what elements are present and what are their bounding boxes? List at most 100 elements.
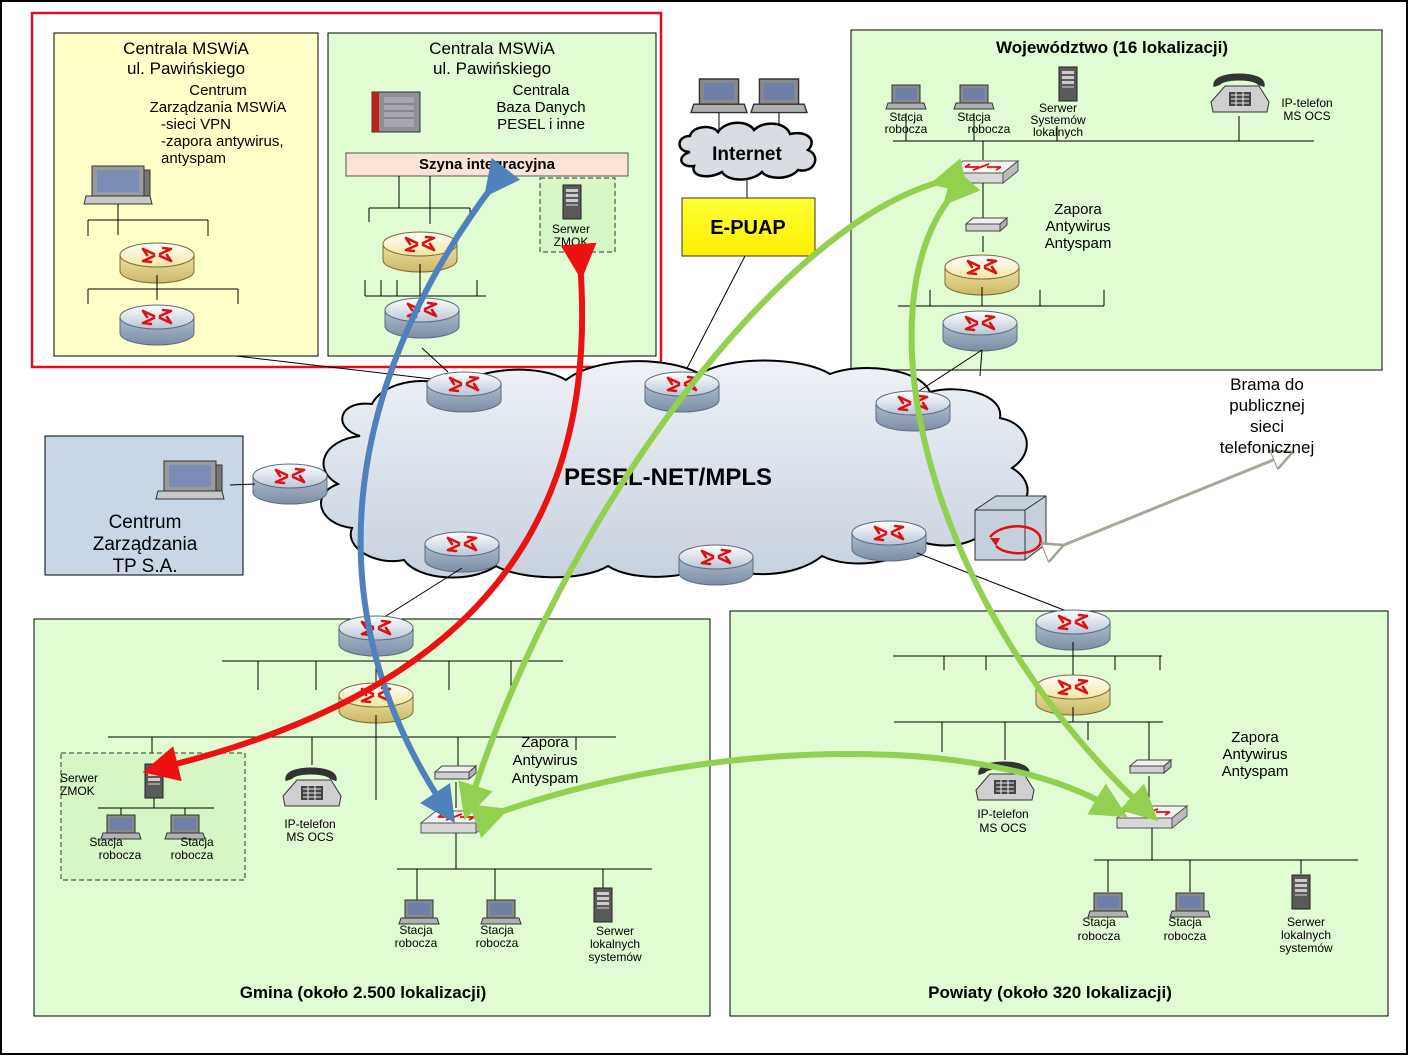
tp-workstation-icon bbox=[155, 460, 225, 500]
woj-phone-label1: IP-telefon bbox=[1281, 96, 1332, 110]
gmina-phone-label1: IP-telefon bbox=[284, 817, 335, 831]
powiaty-title: Powiaty (około 320 lokalizacji) bbox=[928, 983, 1172, 1002]
woj-srv-label1: Serwer bbox=[1039, 101, 1077, 115]
woj-fw-label3: Antyspam bbox=[1045, 235, 1112, 252]
gmina-srv-label3: systemów bbox=[588, 950, 642, 964]
woj-phone-label2: MS OCS bbox=[1283, 109, 1330, 123]
gateway-label2: publicznej bbox=[1229, 396, 1305, 415]
cloud-router-5-icon bbox=[677, 543, 755, 587]
powiaty-switch-icon bbox=[1116, 805, 1188, 829]
gateway-label1: Brama do bbox=[1230, 375, 1304, 394]
gmina-phone-label2: MS OCS bbox=[286, 830, 333, 844]
woj-switch-icon bbox=[947, 160, 1019, 184]
woj-firewall-icon bbox=[965, 217, 1008, 232]
central-b-title1: Centrala MSWiA bbox=[429, 39, 555, 58]
tp-label3: TP S.A. bbox=[112, 556, 177, 577]
green-flow-arrow-gmina-woj bbox=[458, 158, 969, 821]
central-zmok-label1: Serwer bbox=[552, 222, 590, 236]
gmina-ws1-label1: Stacja bbox=[399, 923, 433, 937]
cloud-router-4-icon bbox=[423, 530, 501, 574]
woj-ws2-label2: robocza bbox=[968, 122, 1011, 136]
gmina-fw-label1: Zapora bbox=[521, 734, 569, 751]
gmina-firewall-icon bbox=[434, 765, 477, 780]
cloud-router-tp-icon bbox=[251, 462, 329, 506]
central-a-title1: Centrala MSWiA bbox=[123, 39, 249, 58]
woj-core-router-icon bbox=[941, 309, 1019, 353]
powiaty-ws2-label1: Stacja bbox=[1168, 915, 1202, 929]
powiaty-ws2-icon bbox=[1169, 892, 1211, 918]
gmina-title: Gmina (około 2.500 lokalizacji) bbox=[240, 983, 487, 1002]
central-a-line1: Centrum bbox=[189, 82, 247, 99]
central-b-line2: Baza Danych bbox=[496, 99, 585, 116]
powiaty-fw-label2: Antywirus bbox=[1222, 746, 1287, 763]
gmina-fw-label2: Antywirus bbox=[512, 752, 577, 769]
wojewodztwo-zone bbox=[850, 29, 1383, 371]
central-a-line5: antyspam bbox=[161, 150, 226, 167]
powiaty-srv-label2: lokalnych bbox=[1281, 928, 1331, 942]
woj-ws2-icon bbox=[953, 84, 995, 110]
database-server-icon bbox=[371, 91, 421, 133]
gmina-zmok-label2: ZMOK bbox=[60, 784, 95, 798]
woj-server-icon bbox=[1058, 66, 1078, 102]
gmina-server-icon bbox=[593, 887, 613, 923]
gmina-zws1-label1: Stacja bbox=[89, 835, 123, 849]
central-a-line4: -zapora antywirus, bbox=[161, 133, 284, 150]
tp-label2: Zarządzania bbox=[93, 534, 198, 555]
woj-fw-label2: Antywirus bbox=[1045, 218, 1110, 235]
cloud-router-3-icon bbox=[874, 389, 952, 433]
gmina-zws2-label2: robocza bbox=[171, 848, 214, 862]
woj-fw-label1: Zapora bbox=[1054, 201, 1102, 218]
gmina-zws2-label1: Stacja bbox=[180, 835, 214, 849]
powiaty-ws1-icon bbox=[1087, 892, 1129, 918]
powiaty-ws1-label2: robocza bbox=[1078, 929, 1121, 943]
green-flow-arrow-gmina-powiaty bbox=[468, 750, 1128, 839]
gateway-label3: sieci bbox=[1250, 417, 1284, 436]
internet-pc2-icon bbox=[750, 78, 808, 114]
green-flow-arrow-woj-powiaty bbox=[908, 166, 1159, 822]
powiaty-fw-label3: Antyspam bbox=[1222, 763, 1289, 780]
epuap-label: E-PUAP bbox=[710, 217, 786, 239]
cloud-router-2-icon bbox=[643, 370, 721, 414]
central-b-line1: Centrala bbox=[513, 82, 570, 99]
powiaty-phone-label2: MS OCS bbox=[979, 821, 1026, 835]
woj-srv-label2: Systemów bbox=[1030, 113, 1086, 127]
internet-label: Internet bbox=[712, 144, 782, 165]
powiaty-phone-label1: IP-telefon bbox=[977, 807, 1028, 821]
powiaty-srv-label3: systemów bbox=[1279, 941, 1333, 955]
gmina-srv-label2: lokalnych bbox=[590, 937, 640, 951]
central-a-title2: ul. Pawińskiego bbox=[127, 59, 245, 78]
central-a-line3: -sieci VPN bbox=[161, 116, 231, 133]
central-a-workstation-icon bbox=[83, 165, 153, 205]
powiaty-ws2-label2: robocza bbox=[1164, 929, 1207, 943]
gmina-zmok-label1: Serwer bbox=[60, 771, 98, 785]
central-a-line2: Zarządzania MSWiA bbox=[150, 99, 287, 116]
powiaty-server-icon bbox=[1291, 874, 1311, 910]
central-b-title2: ul. Pawińskiego bbox=[433, 59, 551, 78]
gmina-srv-label1: Serwer bbox=[596, 924, 634, 938]
gmina-ws1-label2: robocza bbox=[395, 936, 438, 950]
woj-srv-label3: lokalnych bbox=[1033, 125, 1083, 139]
gmina-ws2-icon bbox=[480, 899, 522, 925]
powiaty-firewall-icon bbox=[1129, 759, 1172, 774]
central-a-core-router-icon bbox=[118, 303, 196, 347]
wojewodztwo-title: Województwo (16 lokalizacji) bbox=[996, 38, 1228, 57]
cloud-router-1-icon bbox=[425, 370, 503, 414]
powiaty-fw-label1: Zapora bbox=[1231, 729, 1279, 746]
gmina-zws1-label2: robocza bbox=[99, 848, 142, 862]
woj-ws1-icon bbox=[885, 84, 927, 110]
telephone-gateway-icon bbox=[974, 495, 1047, 561]
integration-bus-label: Szyna integracyjna bbox=[419, 156, 556, 173]
gateway-label4: telefonicznej bbox=[1220, 438, 1315, 457]
central-b-line3: PESEL i inne bbox=[497, 116, 585, 133]
powiaty-srv-label1: Serwer bbox=[1287, 915, 1325, 929]
powiaty-zone bbox=[729, 610, 1389, 1017]
cloud-label: PESEL-NET/MPLS bbox=[564, 464, 772, 491]
gmina-ws2-label2: robocza bbox=[476, 936, 519, 950]
gmina-ws2-label1: Stacja bbox=[480, 923, 514, 937]
internet-pc1-icon bbox=[690, 78, 748, 114]
cloud-router-6-icon bbox=[850, 519, 928, 563]
gmina-switch-icon bbox=[420, 810, 492, 834]
